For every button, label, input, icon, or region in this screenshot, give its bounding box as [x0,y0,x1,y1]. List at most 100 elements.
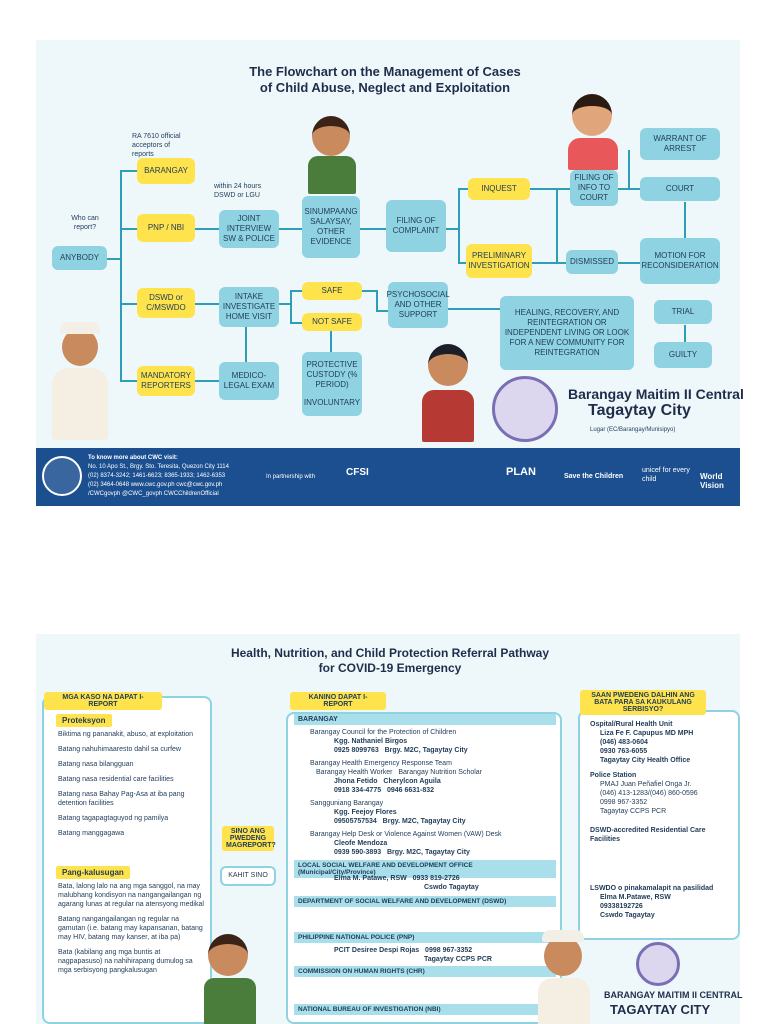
man-face [428,344,468,386]
r2-fb: Tagaytay CCPS PCR [600,808,667,815]
node-motion: MOTION FOR RECONSIDERATION [640,238,720,284]
r4-name: Elma M.Patawe, RSW [600,894,671,901]
top-poster [36,40,740,506]
connector [195,228,220,230]
b2b-label: Barangay Nutrition Scholar [398,769,483,776]
node-inquest: INQUEST [468,178,530,200]
kal-item-2: Batang nangangailangan ng regular na gam… [58,916,203,941]
b3-contact2: 09505757534 Brgy. M2C, Tagaytay City [310,817,560,826]
b2-contact: Barangay Health Worker Barangay Nutritio… [310,768,560,777]
connector [278,303,290,305]
footer-tel: (02) 8374-3242; 1461-6623; 8365-1933; 14… [88,473,226,479]
partner-unicef: unicef for every child [642,467,690,483]
cwc-logo [42,456,82,496]
connector [330,330,332,352]
footer-fax: (02) 3464-0648 www.cwc.gov.ph cwc@cwc.go… [88,482,223,488]
boy-face [62,328,98,366]
connector [376,310,388,312]
node-medico-legal: MEDICO-LEGAL EXAM [219,362,279,400]
girl-face [312,116,350,156]
connector [120,228,138,230]
connector [458,262,468,264]
kalusugan-heading: Pang-kalusugan [56,866,130,879]
barangay-list: Barangay Council for the Protection of C… [310,728,560,857]
b1-name: Kgg. Nathaniel Birgos [334,738,408,745]
r2-hot: 0998 967-3352 [600,799,648,806]
node-protective-custody: PROTECTIVE CUSTODY (% PERIOD) INVOLUNTAR… [302,352,362,416]
prot-item-3: Batang nasa bilangguan [58,761,134,768]
node-psychosocial: PSYCHOSOCIAL AND OTHER SUPPORT [387,282,450,328]
b1-tel: 0925 8099763 [334,747,379,754]
node-anybody: ANYBODY [52,246,107,270]
r1-label: Ospital/Rural Health Unit [590,721,673,728]
bottom-barangay-seal [636,942,680,986]
connector [105,258,120,260]
node-dswd: DSWD or C/MSWDO [137,288,195,318]
connector [376,290,378,310]
right-box [578,710,740,940]
pnp-contact: PCIT Desiree Despi Rojas 0998 967-3352 T… [334,946,554,964]
kahit-sino-box: KAHIT SINO [220,866,276,886]
bottom-city-name: TAGAYTAY CITY [610,1002,711,1017]
b4-fb: Brgy. M2C, Tagaytay City [386,849,470,856]
prot-item-2: Batang nahuhimaaresto dahil sa curfew [58,746,181,753]
connector [458,188,468,190]
partner-save-children: Save the Children [564,473,624,480]
node-safe: SAFE [302,282,362,300]
connector [362,290,376,292]
b2a-label: Barangay Health Worker [316,769,393,776]
node-filing-complaint: FILING OF COMPLAINT [386,200,446,252]
node-barangay: BARANGAY [137,158,195,184]
b3-tel: 09505757534 [334,818,377,825]
note-who-can-report: Who can report? [71,215,99,231]
left-box [42,696,212,1024]
kal-item-3: Bata (kabilang ang mga buntis at nagpapa… [58,949,193,974]
woman-character-illustration [560,86,626,172]
prot-item-6: Batang tagapagtaguyod ng pamilya [58,815,169,822]
man-jacket [422,390,474,442]
center-header: KANINO DAPAT I-REPORT [290,692,386,710]
b4-contact: Cleofe Mendoza [310,839,560,848]
b1-label: Barangay Council for the Protection of C… [310,729,457,736]
r2-name: PMAJ Juan Peñafiel Onga Jr. [600,781,692,788]
b1-contact: Kgg. Nathaniel Birgos [310,737,560,746]
boy-character-illustration [44,320,114,444]
pnp-tel: 0998 967-3352 [425,947,473,954]
node-intake: INTAKE INVESTIGATE HOME VISIT [219,287,279,327]
b4-label: Barangay Help Desk or Violence Against W… [310,831,502,838]
pnp-bar: PHILIPPINE NATIONAL POLICE (PNP) [294,932,556,943]
bottom-barangay-name: BARANGAY MAITIM II CENTRAL [604,990,743,1000]
connector [120,380,138,382]
node-joint-interview: JOINT INTERVIEW SW & POLICE [219,210,279,248]
barangay-bar: BARANGAY [294,714,556,725]
lswdo-bar: LOCAL SOCIAL WELFARE AND DEVELOPMENT OFF… [294,860,556,878]
b4-name: Cleofe Mendoza [334,840,388,847]
lswdo-contact: Elma M. Patawe, RSW 0933 819-2726 Cswdo … [334,874,554,892]
b1-contact2: 0925 8099763 Brgy. M2C, Tagaytay City [310,746,560,755]
b3-name: Kgg. Feejoy Flores [334,809,397,816]
prot-item-4: Batang nasa residential care facilities [58,776,174,783]
footer-social: /CWCgovph @CWC_govph CWCChildrenOfficial [88,491,219,497]
b4-contact2: 0939 590-3893 Brgy. M2C, Tagaytay City [310,848,560,857]
barangay-seal-logo [492,376,558,442]
chr-bar: COMMISSION ON HUMAN RIGHTS (CHR) [294,966,556,977]
pnp-fb: Tagaytay CCPS PCR [424,956,492,963]
node-sinumpaang: SINUMPAANG SALAYSAY, OTHER EVIDENCE [302,196,360,258]
r1-hot: 0930 763-6055 [600,748,648,755]
connector [628,150,630,188]
node-healing: HEALING, RECOVERY, AND REINTEGRATION OR … [500,296,634,370]
kalusugan-list: Bata, lalong lalo na ang mga sanggol, na… [58,882,204,975]
b2b-name: Cherylcon Aguila [383,778,441,785]
node-preliminary: PRELIMINARY INVESTIGATION [466,244,532,278]
partner-plan: PLAN [506,466,536,478]
boy-shirt [52,368,108,440]
b4-tel: 0939 590-3893 [334,849,382,856]
connector [446,228,458,230]
bottom-boy-cap [542,930,584,942]
pnp-name: PCIT Desiree Despi Rojas [334,947,420,954]
connector [120,170,138,172]
r4-fb: Cswdo Tagaytay [600,912,655,919]
node-dismissed: DISMISSED [566,250,618,274]
connector [245,327,247,363]
r1-name: Liza Fe F. Capupus MD MPH [600,730,694,737]
